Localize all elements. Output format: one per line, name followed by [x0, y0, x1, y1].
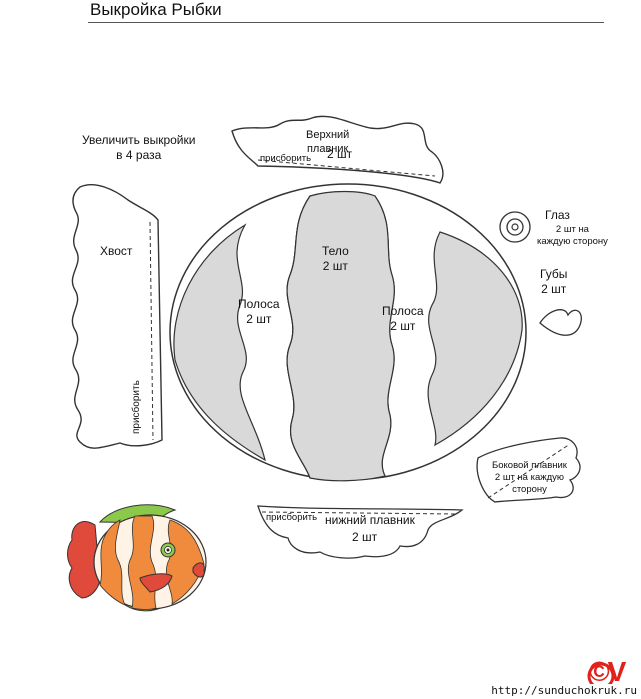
eye-label: Глаз	[545, 208, 570, 222]
top-fin-count: 2 шт	[327, 147, 353, 161]
lips-count: 2 шт	[541, 282, 567, 296]
side-fin-count-line1: 2 шт на каждую	[494, 472, 565, 483]
stripe-right-label: Полоса 2 шт	[382, 304, 424, 334]
tail-shape	[71, 183, 163, 449]
stripe-right-shape	[427, 231, 523, 447]
bottom-fin-count: 2 шт	[352, 530, 378, 544]
lips-name: Губы	[540, 267, 568, 281]
eye-inner	[511, 223, 519, 231]
page-title: Выкройка Рыбки	[90, 0, 222, 19]
bottom-fin-name: нижний плавник	[325, 513, 415, 527]
side-fin-label: Боковой плавник 2 шт на каждую сторону	[492, 460, 567, 496]
body-count: 2 шт	[322, 259, 348, 273]
enlarge-note: Увеличить выкройки в 4 раза	[82, 133, 195, 163]
tail-label: Хвост	[100, 244, 133, 258]
bottom-fin-shape	[257, 505, 464, 559]
bottom-fin-gather: присборить	[266, 512, 318, 523]
finished-fish-illustration	[67, 504, 207, 612]
top-fin-name1: Верхний	[306, 129, 350, 141]
stripe-right-name: Полоса	[382, 304, 424, 318]
enlarge-note-line2: в 4 раза	[116, 148, 162, 162]
side-fin-count-line2: сторону	[512, 484, 547, 495]
body-name: Тело	[322, 244, 349, 258]
title-divider	[88, 22, 604, 23]
enlarge-note-line1: Увеличить выкройки	[82, 133, 196, 147]
top-fin-shape	[231, 115, 444, 184]
stripe-left-name: Полоса	[238, 297, 280, 311]
lips-label: Губы 2 шт	[540, 267, 567, 297]
top-fin-gather: присборить	[260, 153, 312, 164]
tail-gather: присборить	[131, 380, 142, 434]
stripe-left-shape	[173, 223, 266, 462]
eye-count: 2 шт на каждую сторону	[537, 224, 608, 248]
lips-shape	[539, 309, 582, 336]
eye-count-line2: каждую сторону	[537, 236, 608, 247]
top-fin-name2: плавник	[306, 143, 349, 155]
watermark-url: http://sunduchokruk.ru	[489, 684, 639, 697]
stripe-left-label: Полоса 2 шт	[238, 297, 280, 327]
eye-count-line1: 2 шт на	[555, 224, 589, 235]
top-fin-label: Верхний плавник	[306, 128, 349, 156]
stripe-center-shape	[286, 190, 395, 482]
stripe-left-count: 2 шт	[246, 312, 272, 326]
body-label: Тело 2 шт	[322, 244, 349, 274]
stripe-right-count: 2 шт	[390, 319, 416, 333]
watermark-symbol: ©V	[589, 656, 626, 687]
side-fin-name: Боковой плавник	[492, 460, 567, 471]
